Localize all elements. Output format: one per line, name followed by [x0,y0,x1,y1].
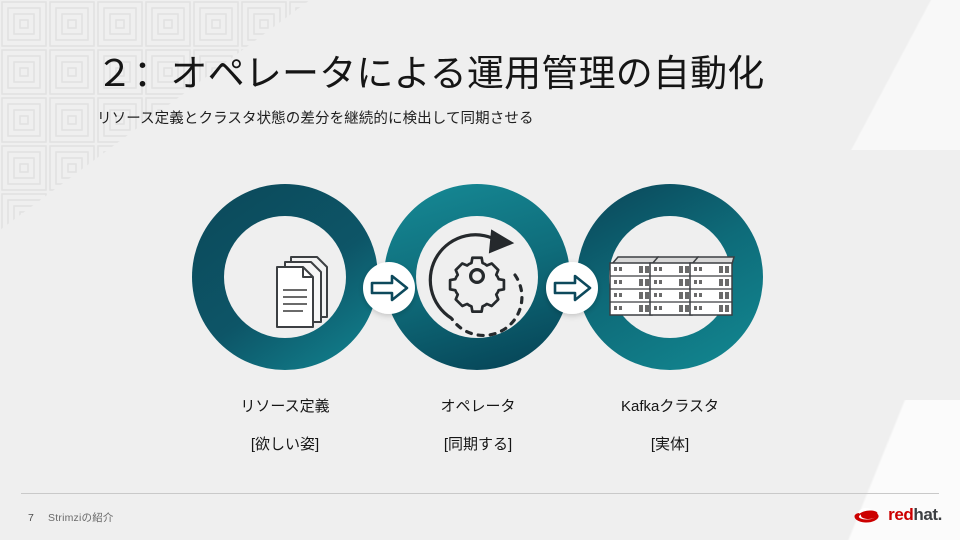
logo-word-hat: hat. [913,504,942,524]
ring-caption-secondary: [同期する] [443,436,513,453]
ring-caption-group: リソース定義 [欲しい姿] オペレータ [同期する] Kafkaクラスタ [実体… [0,398,960,478]
ring-caption-operator: オペレータ [同期する] [368,398,588,454]
ring-caption-kafka-cluster: Kafkaクラスタ [実体] [560,398,780,454]
ring-caption-primary: オペレータ [440,398,516,415]
red-hat-shadowman-icon [854,508,879,524]
deck-title: Strimziの紹介 [48,512,114,524]
page-subtitle: リソース定義とクラスタ状態の差分を継続的に検出して同期させる [97,111,534,127]
arrow-right-icon-1 [363,262,415,314]
ring-caption-secondary: [欲しい姿] [250,436,320,453]
footer: 7 Strimziの紹介 [28,510,114,525]
page-number: 7 [28,511,35,524]
red-hat-logo: redhat. [852,503,942,525]
server-rack-icon [609,256,735,316]
gear-sync-icon [428,229,524,337]
ring-caption-secondary: [実体] [650,436,690,453]
ring-caption-resource-definition: リソース定義 [欲しい姿] [175,398,395,454]
red-hat-wordmark: redhat. [888,506,942,523]
arrow-right-icon-2 [546,262,598,314]
ring-caption-primary: リソース定義 [240,398,330,415]
ring-kafka-cluster [577,184,763,370]
footer-divider [21,493,939,494]
ring-resource-definition [192,184,378,370]
logo-word-red: red [888,504,914,524]
ring-caption-primary: Kafkaクラスタ [620,398,720,415]
documents-icon [276,256,328,328]
page-title: ２：オペレータによる運用管理の自動化 [96,53,765,94]
ring-operator [384,184,570,370]
corner-sheen-top-right [840,0,960,150]
